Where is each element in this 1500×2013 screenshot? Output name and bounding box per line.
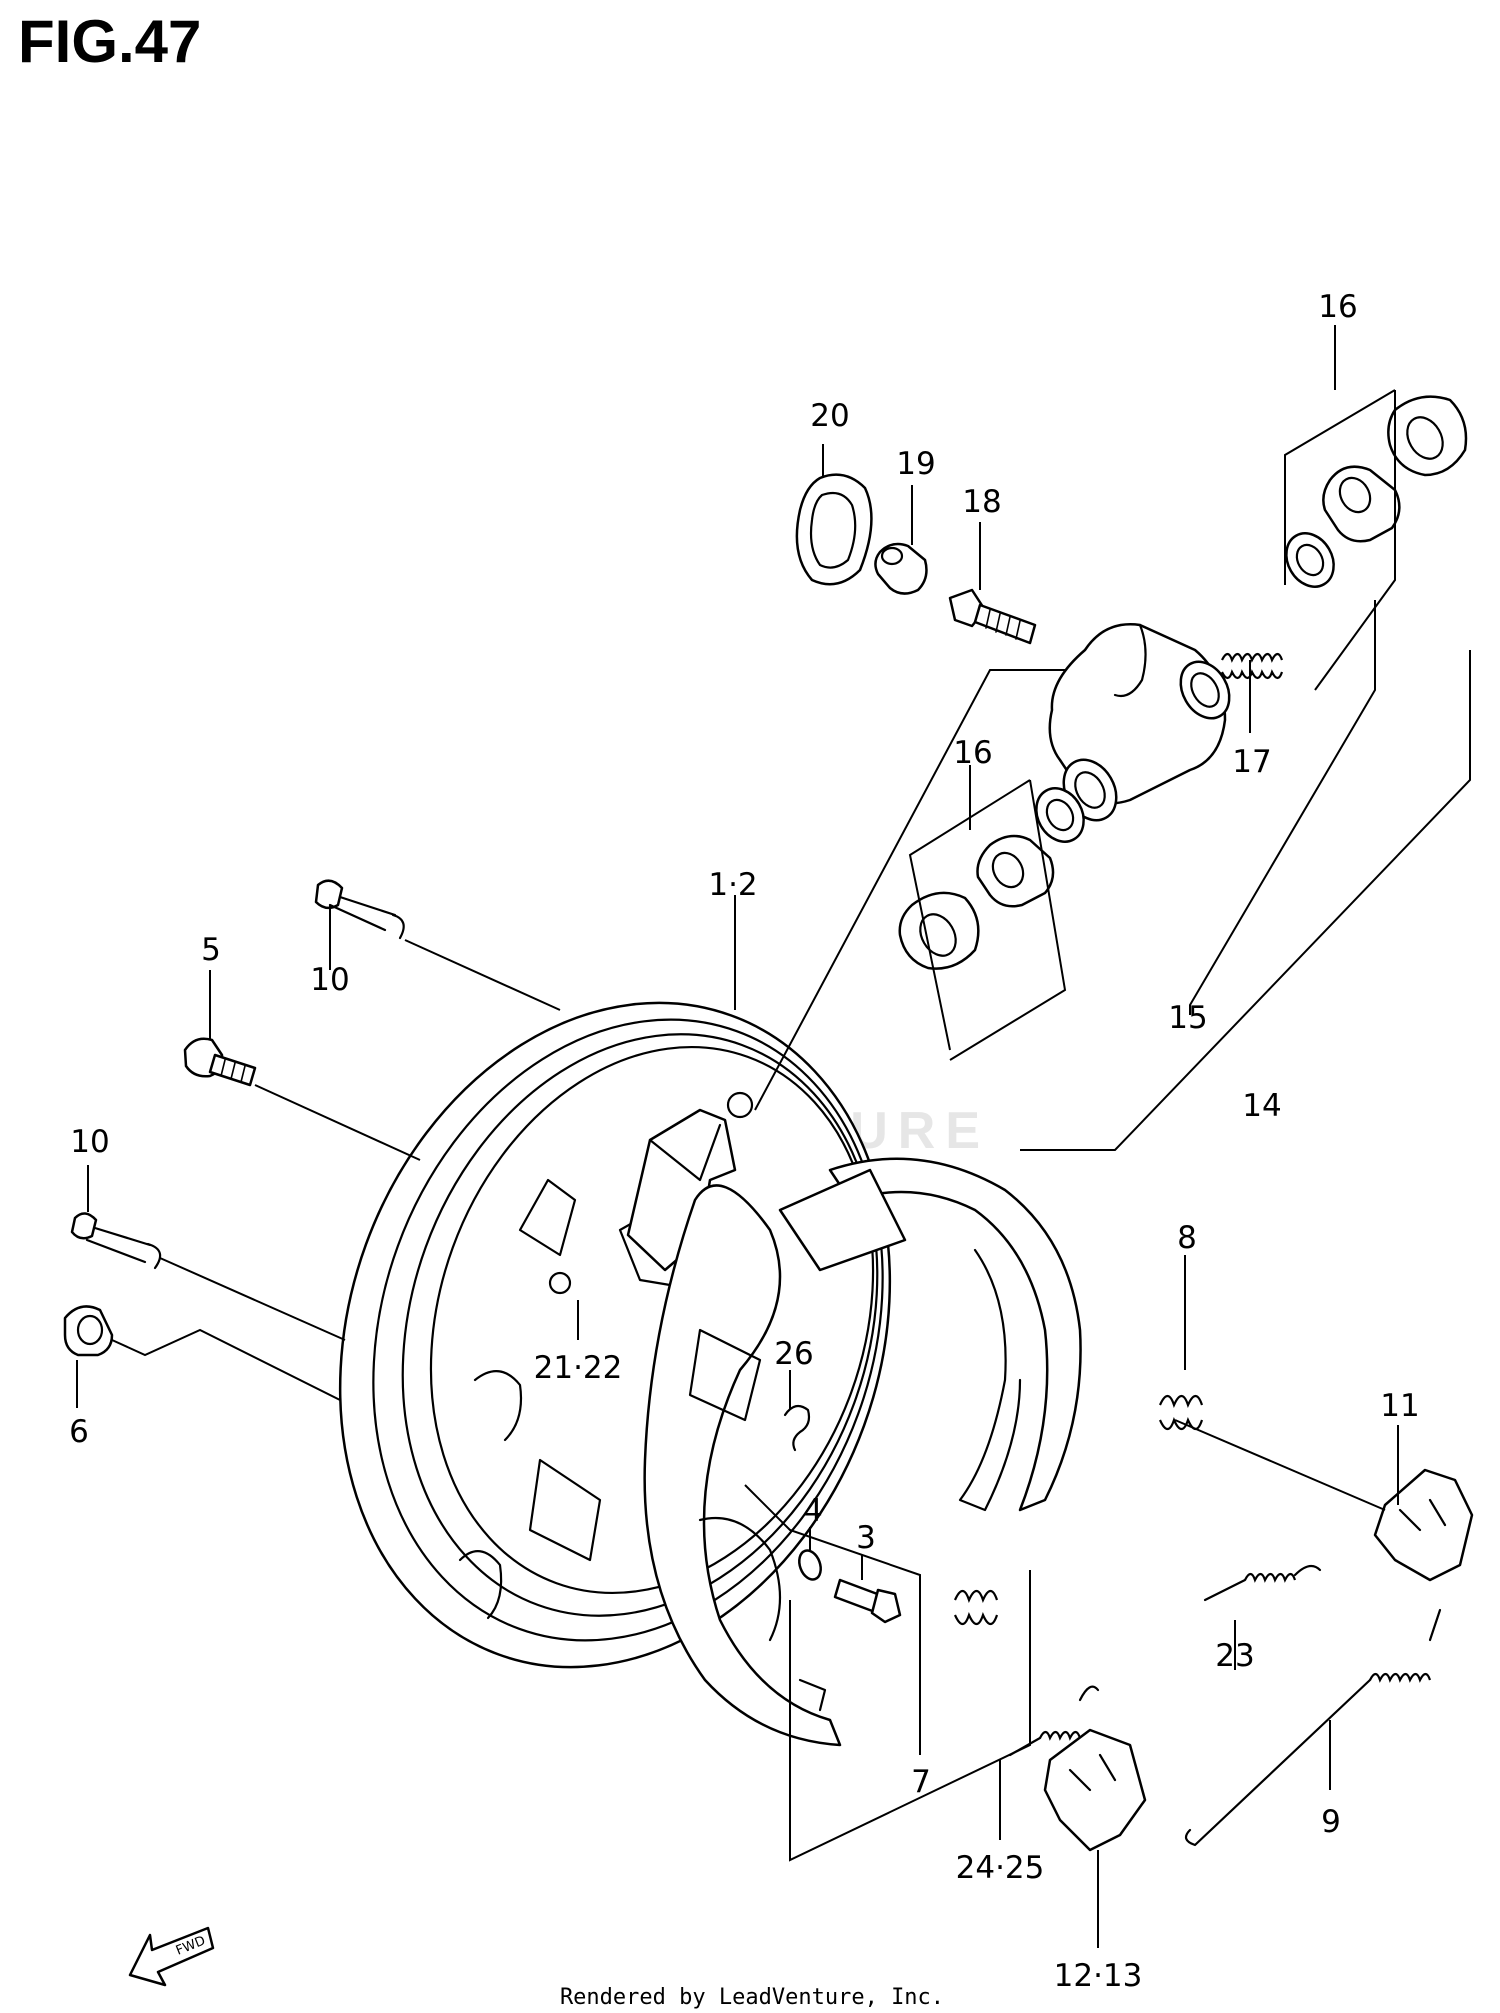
part-4-washer xyxy=(798,1549,822,1581)
part-17-spring xyxy=(1221,652,1284,680)
figure-title: FIG.47 xyxy=(18,8,201,75)
part-15-wheel-cylinder xyxy=(1048,623,1231,822)
callout-15: 15 xyxy=(1168,1000,1207,1036)
callout-1-2: 1·2 xyxy=(708,867,757,903)
part-7-brake-shoe-rear xyxy=(778,1157,1082,1512)
callout-5: 5 xyxy=(201,932,221,968)
part-20-boot xyxy=(795,473,873,586)
callout-labels: 20 19 18 16 16 17 15 14 1·2 5 10 10 6 21… xyxy=(69,289,1420,1994)
callout-24-25: 24·25 xyxy=(956,1850,1045,1886)
callout-19: 19 xyxy=(896,446,935,482)
callout-20: 20 xyxy=(810,398,849,434)
callout-14: 14 xyxy=(1242,1088,1281,1124)
callout-10-upper: 10 xyxy=(310,962,349,998)
part-8-spring xyxy=(1158,1394,1204,1431)
callout-7: 7 xyxy=(911,1764,931,1800)
part-5-bolt xyxy=(183,1037,257,1087)
part-12-13-retainer xyxy=(1043,1728,1147,1852)
callout-9: 9 xyxy=(1321,1804,1341,1840)
part-18-bleeder-screw xyxy=(948,588,1037,645)
callout-18: 18 xyxy=(962,484,1001,520)
part-3-bolt xyxy=(833,1578,902,1624)
part-11-retainer xyxy=(1373,1468,1474,1582)
callout-11: 11 xyxy=(1380,1388,1419,1424)
part-shoe-spring xyxy=(953,1589,999,1626)
part-6-grommet xyxy=(63,1305,114,1357)
part-16-piston-cup-lower xyxy=(898,787,1085,970)
callout-8: 8 xyxy=(1177,1220,1197,1256)
part-9-spring xyxy=(1184,1608,1442,1847)
callout-16-upper: 16 xyxy=(1318,289,1357,325)
footer-credit: Rendered by LeadVenture, Inc. xyxy=(560,1985,944,2010)
part-10-pin-upper xyxy=(314,879,405,940)
callout-4: 4 xyxy=(803,1493,823,1529)
fwd-direction-arrow: FWD xyxy=(128,1926,215,1987)
callout-21-22: 21·22 xyxy=(534,1350,623,1386)
part-26-clip xyxy=(783,1404,811,1452)
part-10-pin-lower xyxy=(70,1212,162,1270)
callout-10-lower: 10 xyxy=(70,1124,109,1160)
leader-lines xyxy=(76,325,1471,1948)
callout-26: 26 xyxy=(774,1336,813,1372)
part-7-brake-shoe-front xyxy=(643,1184,842,1747)
part-16-piston-cup-upper xyxy=(1285,395,1468,588)
callout-6: 6 xyxy=(69,1414,89,1450)
callout-16-lower: 16 xyxy=(953,735,992,771)
callout-17: 17 xyxy=(1232,744,1271,780)
part-1-2-backing-plate xyxy=(338,1001,892,1669)
part-19-bleeder-cap xyxy=(874,542,928,595)
callout-12-13: 12·13 xyxy=(1054,1958,1143,1994)
callout-3: 3 xyxy=(856,1520,876,1556)
callout-23: 23 xyxy=(1215,1638,1254,1674)
part-23-spring xyxy=(1203,1564,1322,1602)
